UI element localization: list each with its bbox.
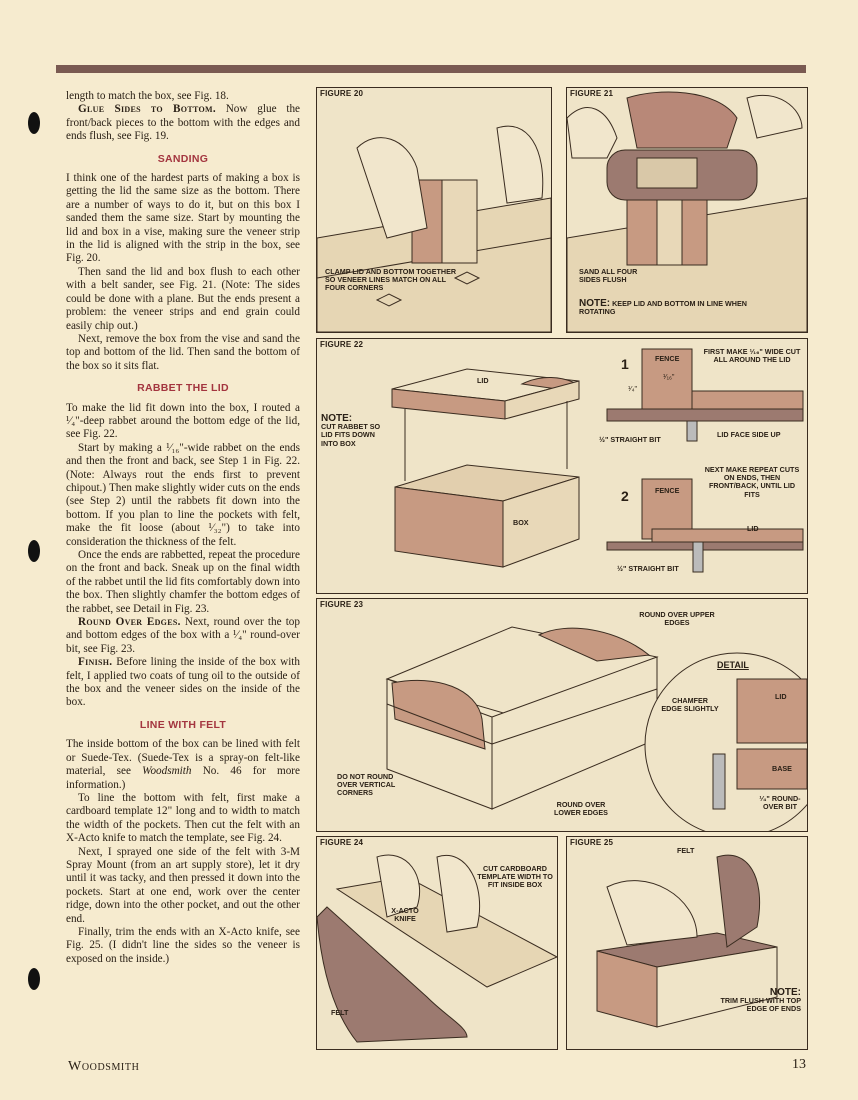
figure-title: FIGURE 23 xyxy=(320,600,364,609)
callout: ROUND OVER UPPER EDGES xyxy=(639,610,715,628)
step-number: 1 xyxy=(621,356,629,372)
lid-label: LID xyxy=(477,376,489,385)
figure-title: FIGURE 24 xyxy=(320,838,364,847)
step-number: 2 xyxy=(621,488,629,504)
figure-title: FIGURE 21 xyxy=(570,89,614,98)
figure-note: NOTE:CUT RABBET SO LID FITS DOWN INTO BO… xyxy=(321,413,381,448)
callout: X-ACTO KNIFE xyxy=(391,906,419,924)
paragraph: Next, remove the box from the vise and s… xyxy=(66,332,300,372)
top-rule xyxy=(56,65,806,73)
callout: LID xyxy=(775,692,787,701)
figure-note: NOTE:TRIM FLUSH WITH TOP EDGE OF ENDS xyxy=(720,987,801,1014)
paragraph: I think one of the hardest parts of maki… xyxy=(66,172,300,265)
figure-25: FIGURE 25 FELT NOTE:TRIM FLUSH WITH TOP … xyxy=(566,836,808,1050)
step2-text: NEXT MAKE REPEAT CUTS ON ENDS, THEN FRON… xyxy=(704,465,800,499)
dim-label: ¹⁄₄" xyxy=(628,384,638,393)
section-heading: SANDING xyxy=(157,152,209,165)
figure-24-illustration xyxy=(317,854,557,1043)
callout: FELT xyxy=(331,1008,349,1017)
run-in-head: Round Over Edges. xyxy=(78,616,181,629)
box-label: BOX xyxy=(513,518,529,527)
binder-hole xyxy=(28,540,40,562)
lid-label: LID xyxy=(747,524,759,533)
bit-label: ½" STRAIGHT BIT xyxy=(617,564,679,573)
page-number: 13 xyxy=(792,1057,806,1072)
binder-hole xyxy=(28,968,40,990)
paragraph: Round Over Edges. Next, round over the t… xyxy=(66,616,300,655)
paragraph: Next, I sprayed one side of the felt wit… xyxy=(66,845,300,925)
section-heading: RABBET THE LID xyxy=(137,382,229,395)
callout: CHAMFER EDGE SLIGHTLY xyxy=(661,696,719,714)
paragraph: Glue Sides to Bottom. Now glue the front… xyxy=(66,103,301,143)
figure-22-illustration xyxy=(391,348,804,573)
figure-24: FIGURE 24 X-ACTO KNIFE CUT CARDBOARD TEM… xyxy=(316,836,558,1050)
lid-face-label: LID FACE SIDE UP xyxy=(717,430,781,439)
paragraph: To line the bottom with felt, first make… xyxy=(66,791,300,845)
figure-20: FIGURE 20 CLAMP LID AND BOTTOM TOGETHER … xyxy=(316,87,552,333)
callout: FELT xyxy=(677,846,695,855)
figure-25-illustration xyxy=(596,854,778,1028)
run-in-head: Glue Sides to Bottom. xyxy=(78,103,216,116)
section-heading: LINE WITH FELT xyxy=(139,718,227,731)
step1-text: FIRST MAKE ¹⁄₁₆" WIDE CUT ALL AROUND THE… xyxy=(703,347,801,365)
figure-21: FIGURE 21 SAND ALL FOUR SIDES FLUSH NOTE… xyxy=(566,87,808,333)
callout: DO NOT ROUND OVER VERTICAL CORNERS xyxy=(337,772,396,798)
paragraph: The inside bottom of the box can be line… xyxy=(66,738,300,791)
figure-label: SAND ALL FOUR SIDES FLUSH xyxy=(579,267,638,285)
paragraph: Finally, trim the ends with an X-Acto kn… xyxy=(66,925,300,965)
paragraph: To make the lid fit down into the box, I… xyxy=(66,401,300,441)
figure-23-illustration xyxy=(385,626,807,831)
paragraph: length to match the box, see Fig. 18. xyxy=(66,90,229,102)
paragraph: Once the ends are rabbetted, repeat the … xyxy=(66,549,300,615)
fence-label: FENCE xyxy=(655,354,680,363)
figure-23: FIGURE 23 ROUND OVER UPPER EDGES DETAIL … xyxy=(316,598,808,832)
paragraph: Start by making a ¹⁄₁₆"-wide rabbet on t… xyxy=(66,441,300,548)
callout: BASE xyxy=(772,764,792,773)
bit-label: ½" STRAIGHT BIT xyxy=(599,435,661,444)
binder-hole xyxy=(28,112,40,134)
figure-label: CLAMP LID AND BOTTOM TOGETHER SO VENEER … xyxy=(325,267,457,293)
callout: ¹⁄₄" ROUND-OVER BIT xyxy=(759,794,801,812)
article-column: length to match the box, see Fig. 18. Gl… xyxy=(66,90,300,966)
magazine-name: Woodsmith xyxy=(68,1059,140,1074)
figure-20-illustration xyxy=(317,125,551,332)
figure-note: NOTE: KEEP LID AND BOTTOM IN LINE WHEN R… xyxy=(579,298,747,317)
detail-title: DETAIL xyxy=(717,660,749,670)
figure-title: FIGURE 22 xyxy=(320,340,364,349)
paragraph: Finish. Before lining the inside of the … xyxy=(66,656,300,709)
fence-label: FENCE xyxy=(655,486,680,495)
figure-22: FIGURE 22 NOTE:CUT RABBET SO LID FITS DO… xyxy=(316,338,808,594)
figure-title: FIGURE 25 xyxy=(570,838,614,847)
run-in-head: Finish. xyxy=(78,656,113,669)
figure-21-illustration xyxy=(567,91,807,332)
paragraph: Then sand the lid and box flush to each … xyxy=(66,265,300,332)
callout: CUT CARDBOARD TEMPLATE WIDTH TO FIT INSI… xyxy=(477,864,553,890)
figure-title: FIGURE 20 xyxy=(320,89,364,98)
callout: ROUND OVER LOWER EDGES xyxy=(554,800,608,818)
dim-label: ¹⁄₁₆" xyxy=(663,372,675,381)
